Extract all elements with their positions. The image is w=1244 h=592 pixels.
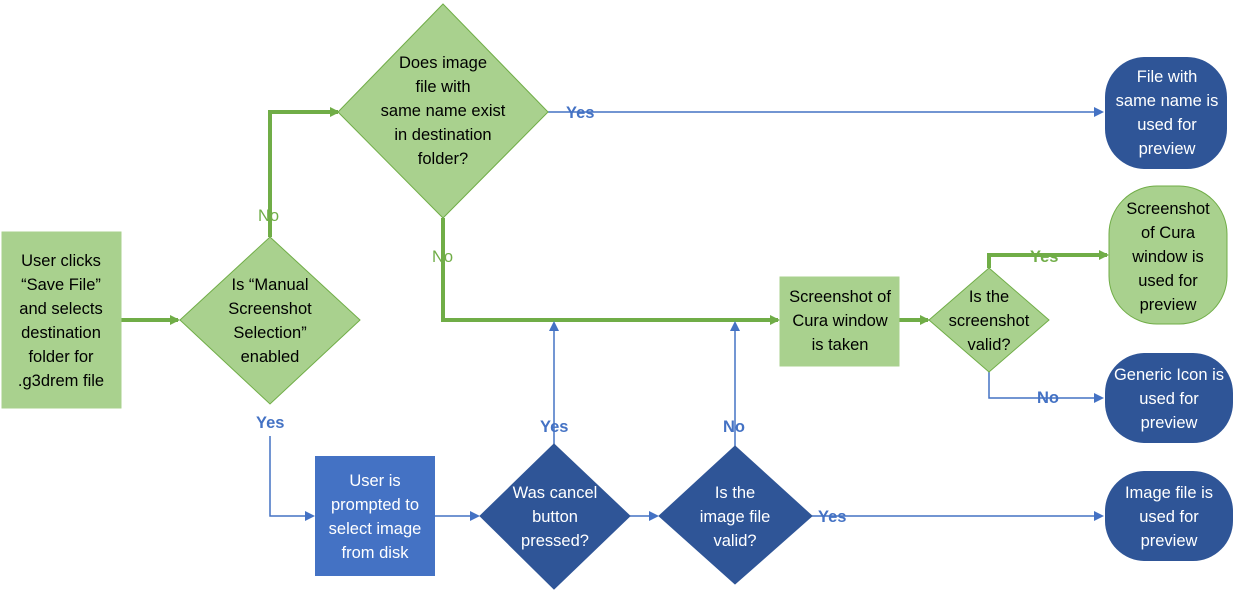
image-exists-text: Does image file with same name exist in des… — [381, 54, 506, 168]
label-manual-yes: Yes — [256, 414, 284, 432]
start-text: User clicks “Save File” and selects destina… — [18, 252, 104, 390]
text-line: preview — [1141, 414, 1198, 432]
screenshot-taken-box — [779, 276, 900, 367]
text-line: preview — [1139, 140, 1196, 158]
existing-file-terminal — [1105, 57, 1227, 169]
label-image-valid-yes: Yes — [818, 508, 846, 526]
image-valid-diamond — [658, 445, 813, 585]
cura-used-terminal — [1108, 185, 1228, 325]
connectors — [121, 107, 1109, 521]
text-line: Image file is — [1125, 484, 1213, 502]
text-line: select image — [329, 520, 422, 538]
existing-file-text: File with same name is used for preview — [1116, 68, 1219, 158]
edge-manual-no — [268, 107, 340, 237]
prompt-user-text: User is prompted to select image from disk — [329, 472, 422, 562]
start-box — [1, 231, 122, 409]
label-valid-yes: Yes — [1030, 248, 1058, 266]
prompt-user-box — [315, 456, 435, 576]
cura-used-text: Screenshot of Cura window is used for previe… — [1126, 200, 1210, 314]
image-used-terminal — [1105, 471, 1233, 561]
text-line: .g3drem file — [18, 372, 104, 390]
text-line: enabled — [241, 348, 300, 366]
label-exists-no: No — [432, 248, 453, 266]
text-line: preview — [1141, 532, 1198, 550]
text-line: valid? — [713, 532, 756, 550]
text-line: same name is — [1116, 92, 1219, 110]
screenshot-valid-text: Is the screenshot valid? — [949, 288, 1030, 354]
screenshot-taken-text: Screenshot of Cura window is taken — [789, 288, 891, 354]
text-line: image file — [700, 508, 771, 526]
text-line: used for — [1139, 390, 1199, 408]
text-line: and selects — [19, 300, 102, 318]
text-line: same name exist — [381, 102, 506, 120]
text-line: Generic Icon is — [1114, 366, 1224, 384]
text-line: Is “Manual — [231, 276, 308, 294]
text-line: User clicks — [21, 252, 101, 270]
text-line: Screenshot — [228, 300, 312, 318]
cancel-pressed-diamond — [479, 443, 631, 590]
text-line: window is — [1131, 248, 1204, 266]
text-line: file with — [415, 78, 470, 96]
text-line: Screenshot — [1126, 200, 1210, 218]
edge-labels: Yes No No Yes No Yes Yes No Yes — [256, 104, 1059, 526]
text-line: Selection” — [233, 324, 306, 342]
nodes: User clicks “Save File” and selects destina… — [1, 3, 1233, 590]
label-manual-no: No — [258, 207, 279, 225]
text-line: screenshot — [949, 312, 1030, 330]
edge-valid-no — [988, 372, 1104, 403]
text-line: Is the — [969, 288, 1009, 306]
text-line: destination — [21, 324, 101, 342]
text-line: from disk — [342, 544, 410, 562]
text-line: Cura window — [792, 312, 887, 330]
text-line: pressed? — [521, 532, 589, 550]
edge-exists-no — [441, 218, 780, 325]
text-line: of Cura — [1141, 224, 1196, 242]
text-line: in destination — [394, 126, 491, 144]
edge-manual-yes — [269, 436, 315, 521]
text-line: prompted to — [331, 496, 419, 514]
text-line: used for — [1139, 508, 1199, 526]
image-exists-diamond — [337, 3, 549, 219]
text-line: folder? — [418, 150, 468, 168]
image-valid-text: Is the image file valid? — [700, 484, 771, 550]
text-line: preview — [1140, 296, 1197, 314]
edge-valid-yes — [987, 250, 1109, 268]
text-line: Screenshot of — [789, 288, 891, 306]
text-line: File with — [1137, 68, 1198, 86]
cancel-pressed-text: Was cancel button pressed? — [513, 484, 598, 550]
label-image-valid-no: No — [723, 418, 745, 436]
text-line: is taken — [812, 336, 869, 354]
text-line: valid? — [967, 336, 1010, 354]
text-line: button — [532, 508, 578, 526]
manual-selection-diamond — [179, 236, 361, 405]
text-line: “Save File” — [21, 276, 101, 294]
generic-icon-terminal — [1105, 353, 1233, 443]
text-line: Is the — [715, 484, 755, 502]
text-line: Was cancel — [513, 484, 598, 502]
screenshot-valid-diamond — [928, 267, 1050, 373]
text-line: User is — [349, 472, 400, 490]
label-exists-yes: Yes — [566, 104, 594, 122]
image-used-text: Image file is used for preview — [1125, 484, 1213, 550]
label-cancel-yes: Yes — [540, 418, 568, 436]
text-line: used for — [1137, 116, 1197, 134]
label-valid-no: No — [1037, 389, 1059, 407]
text-line: folder for — [28, 348, 94, 366]
text-line: Does image — [399, 54, 487, 72]
text-line: used for — [1138, 272, 1198, 290]
generic-icon-text: Generic Icon is used for preview — [1114, 366, 1224, 432]
